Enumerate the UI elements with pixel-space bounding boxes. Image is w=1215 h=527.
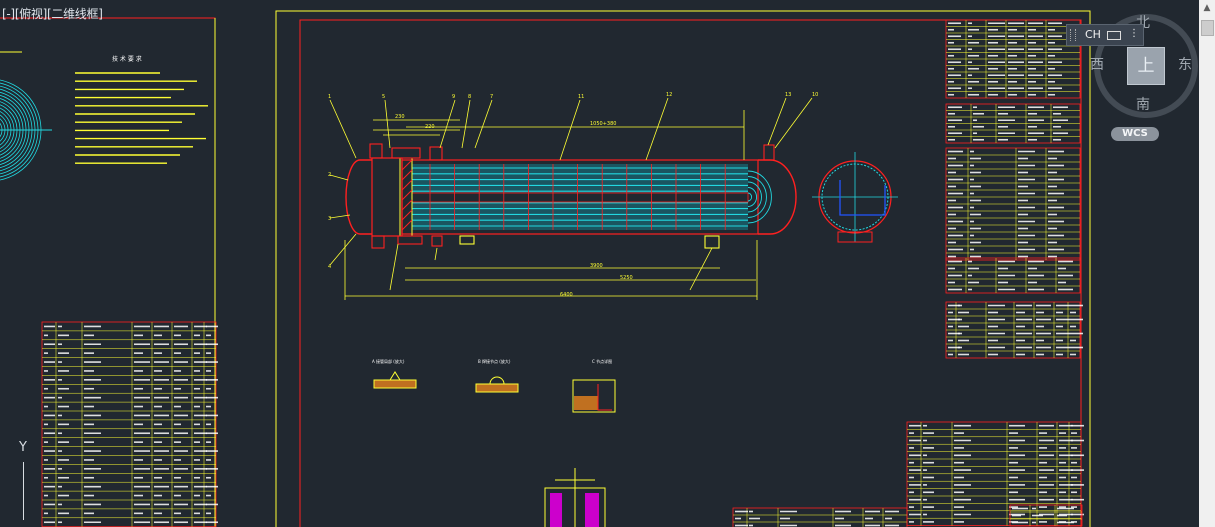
vertical-scrollbar[interactable]: ▲: [1199, 0, 1215, 527]
hatch-lines: [401, 159, 413, 231]
dimension-lines: [329, 97, 813, 300]
viewcube-south[interactable]: 南: [1136, 97, 1150, 113]
nozzles: [369, 143, 775, 249]
viewcube-west[interactable]: 西: [1090, 57, 1104, 73]
heat-exchanger-front-view: 6400 3900 5250 1050+380 230 220 1 5 9 8 7 11 12 13…: [328, 92, 818, 300]
viewport-menu-button[interactable]: -: [6, 7, 11, 21]
svg-text:220: 220: [425, 124, 435, 130]
channel-box: [371, 157, 403, 237]
u-bend-tubes: [747, 170, 772, 224]
svg-text:6400: 6400: [560, 292, 573, 298]
viewport-bracket-close: ]: [98, 7, 103, 21]
viewport-view-button[interactable]: 俯视: [19, 7, 43, 21]
wcs-menu[interactable]: WCS: [1111, 127, 1159, 141]
keyboard-icon[interactable]: [1107, 31, 1121, 40]
ime-menu-icon[interactable]: ⋮: [1129, 28, 1139, 39]
scroll-up-arrow-icon[interactable]: ▲: [1203, 3, 1211, 13]
scroll-thumb[interactable]: [1201, 20, 1214, 36]
svg-text:4: 4: [328, 264, 331, 270]
viewcube-top-face[interactable]: 上: [1127, 47, 1165, 85]
svg-text:5: 5: [382, 94, 385, 100]
bottom-flange-detail: [544, 468, 606, 527]
drawing-frames: [0, 10, 1091, 527]
end-view-pass-partition: [839, 180, 886, 216]
viewport-bracket-close: ]: [42, 7, 48, 21]
tube-bundle: [411, 167, 749, 227]
baffle-plates: [429, 164, 726, 230]
viewcube-east[interactable]: 东: [1178, 57, 1192, 73]
ime-language-label[interactable]: CH: [1085, 28, 1101, 41]
detail-b-arc: [489, 376, 505, 385]
svg-text:12: 12: [666, 92, 672, 98]
svg-text:5250: 5250: [620, 275, 633, 281]
left-sheet-content: 技 术 要 求: [0, 51, 218, 527]
svg-text:3: 3: [328, 216, 331, 222]
ime-toolbar[interactable]: CH ⋮: [1066, 24, 1144, 46]
viewcube[interactable]: 北 南 西 东 上: [1090, 14, 1198, 118]
left-parts-table: [41, 321, 218, 527]
svg-text:230: 230: [395, 114, 405, 120]
svg-text:7: 7: [490, 94, 493, 100]
main-sheet-inner-frame: [299, 19, 1082, 527]
detail-a-title: A 接管局部 (放大): [372, 358, 405, 364]
ucs-y-axis: [23, 462, 24, 520]
svg-text:1050+380: 1050+380: [590, 121, 616, 127]
svg-text:3900: 3900: [590, 263, 603, 269]
heat-exchanger-end-view: [812, 152, 898, 243]
technical-requirements-title: 技 术 要 求: [112, 55, 142, 63]
ucs-y-label: Y: [19, 440, 27, 455]
detail-a-weld: [389, 371, 401, 381]
dimension-text: 6400 3900 5250 1050+380 230 220 1 5 9 8 7 11 12 13…: [328, 92, 818, 298]
viewport-bracket-open: [: [47, 7, 52, 21]
viewport-bracket-open: [: [2, 7, 7, 21]
detail-b-plate: [475, 383, 519, 393]
svg-text:11: 11: [578, 94, 584, 100]
detail-c-hatch: [574, 396, 598, 410]
svg-text:1: 1: [328, 94, 331, 100]
ime-grip-icon[interactable]: [1070, 29, 1076, 41]
viewport-controls[interactable]: [-][俯视][二维线框]: [2, 5, 103, 22]
detail-b-title: B 焊接节点 (放大): [478, 358, 511, 364]
shell-head-right: [758, 159, 797, 235]
viewport-bracket-open: [: [14, 7, 20, 21]
svg-text:8: 8: [468, 94, 471, 100]
svg-text:9: 9: [452, 94, 455, 100]
detail-c-title: C 节点详图: [592, 358, 612, 364]
main-sheet-outer-frame: [275, 10, 1091, 527]
viewport-style-button[interactable]: 二维线框: [51, 7, 99, 21]
section-details: A 接管局部 (放大) B 焊接节点 (放大) C 节点详图: [372, 358, 616, 527]
technical-requirements-notes: [75, 72, 208, 164]
detail-c-weld: [597, 384, 612, 411]
svg-text:10: 10: [812, 92, 818, 98]
svg-text:2: 2: [328, 172, 331, 178]
drawing-tables: [732, 19, 1084, 527]
end-view-saddle: [837, 231, 873, 243]
detail-a-plate: [373, 379, 417, 389]
detail-c-frame: [572, 379, 616, 413]
channel-head-left: [345, 159, 372, 235]
svg-text:13: 13: [785, 92, 791, 98]
viewport-bracket-close: ]: [10, 7, 15, 21]
